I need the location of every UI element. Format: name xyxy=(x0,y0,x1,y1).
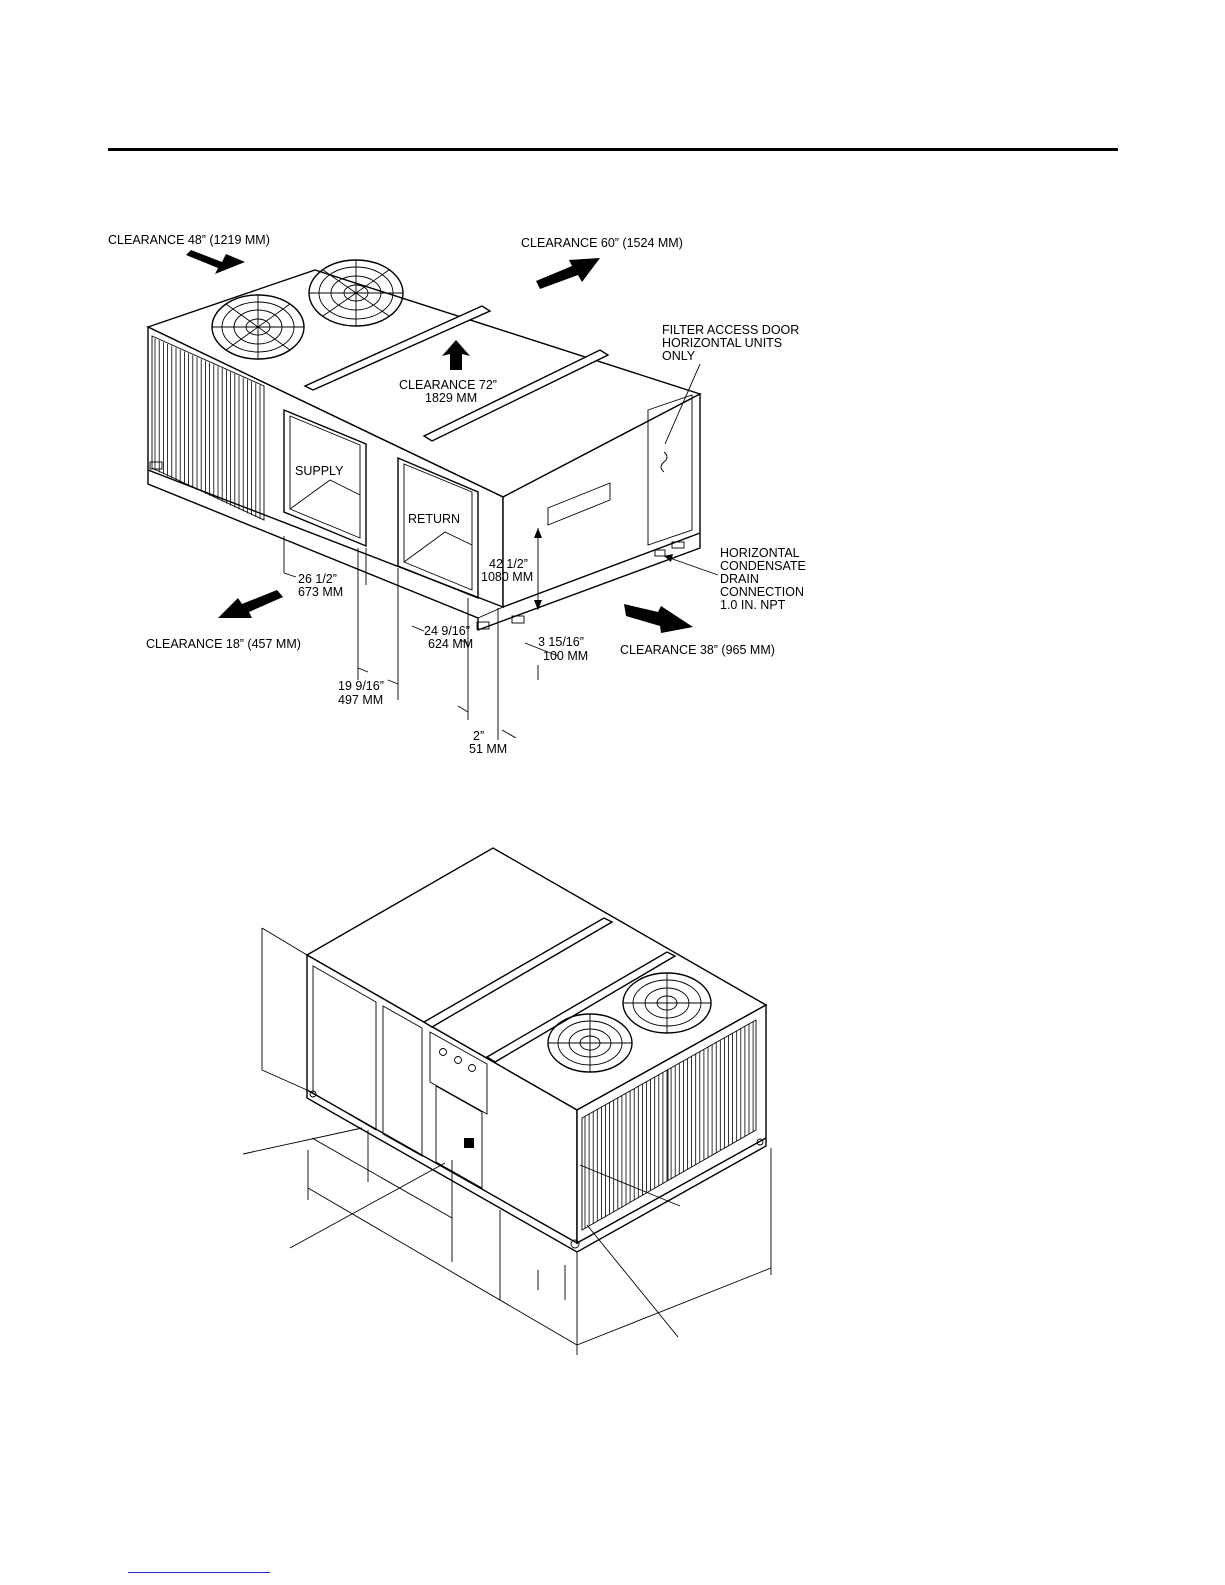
figure-clearances: CLEARANCE 48” (1219 MM) CLEARANCE 60” (1… xyxy=(108,233,806,756)
clearance-left-rear-label: CLEARANCE 48” (1219 MM) xyxy=(108,233,270,247)
arrow-left-front xyxy=(218,590,283,618)
unit2-seam-2 xyxy=(485,951,677,1063)
dim-19-label: 19 9/16” xyxy=(338,679,384,693)
figure-unit-isometric xyxy=(242,847,772,1355)
unit2-seam-1 xyxy=(422,917,614,1028)
arrow-right-front xyxy=(624,604,693,633)
header-rule xyxy=(108,148,1118,151)
clearance-top-mm-label: 1829 MM xyxy=(425,391,477,405)
clearance-top-label: CLEARANCE 72” xyxy=(399,378,497,392)
dim-42-mm-label: 1080 MM xyxy=(481,570,533,584)
return-opening[interactable] xyxy=(397,456,479,600)
dim-26-mm-label: 673 MM xyxy=(298,585,343,599)
dim-19-mm-label: 497 MM xyxy=(338,693,383,707)
unit2-panel-2 xyxy=(382,1005,423,1157)
dim-2-label: 2” xyxy=(473,729,484,743)
dimension-lines xyxy=(283,363,719,740)
unit2-access-door[interactable] xyxy=(435,1085,483,1189)
drain-label-3: DRAIN xyxy=(720,572,759,586)
clearance-right-front-label: CLEARANCE 38” (965 MM) xyxy=(620,643,775,657)
filter-door-label-3: ONLY xyxy=(662,349,696,363)
drain-label-5: 1.0 IN. NPT xyxy=(720,598,786,612)
dim-3-mm-label: 100 MM xyxy=(543,649,588,663)
filter-door-label-2: HORIZONTAL UNITS xyxy=(662,336,782,350)
filter-access-door[interactable] xyxy=(647,394,693,546)
unit2-panel-1 xyxy=(312,965,377,1131)
drain-label-4: CONNECTION xyxy=(720,585,804,599)
unit2-fan-2 xyxy=(622,972,712,1034)
base-rail xyxy=(147,470,701,632)
arrow-top xyxy=(442,340,470,370)
clearance-right-rear-label: CLEARANCE 60” (1524 MM) xyxy=(521,236,683,250)
unit2-coil-frame xyxy=(581,1019,757,1231)
dim-2-mm-label: 51 MM xyxy=(469,742,507,756)
top-seam-1 xyxy=(303,305,492,391)
fan-guard-2 xyxy=(308,259,404,327)
unit2-control-panel[interactable] xyxy=(429,1031,488,1115)
dim-3-label: 3 15/16” xyxy=(538,635,584,649)
unit2-label-block xyxy=(464,1138,474,1148)
dim-26-label: 26 1/2” xyxy=(298,572,337,586)
fan-guard-1 xyxy=(211,294,305,360)
supply-label: SUPPLY xyxy=(295,464,344,478)
arrow-left-rear xyxy=(186,250,245,274)
filter-door-label-1: FILTER ACCESS DOOR xyxy=(662,323,799,337)
drain-label-1: HORIZONTAL xyxy=(720,546,800,560)
clearance-left-front-label: CLEARANCE 18” (457 MM) xyxy=(146,637,301,651)
supply-opening[interactable] xyxy=(283,408,367,548)
dim-24-mm-label: 624 MM xyxy=(428,637,473,651)
dim-42-label: 42 1/2” xyxy=(489,557,528,571)
drain-label-2: CONDENSATE xyxy=(720,559,806,573)
return-label: RETURN xyxy=(408,512,460,526)
unit2-fan-1 xyxy=(547,1013,633,1073)
side-panel-label xyxy=(547,482,611,526)
condenser-coil xyxy=(151,335,265,521)
unit2-dimension-lines xyxy=(242,927,772,1355)
footer-link[interactable] xyxy=(128,1572,270,1573)
arrow-right-rear xyxy=(536,258,600,289)
top-seam-2 xyxy=(422,349,610,442)
dim-24-label: 24 9/16” xyxy=(424,624,470,638)
